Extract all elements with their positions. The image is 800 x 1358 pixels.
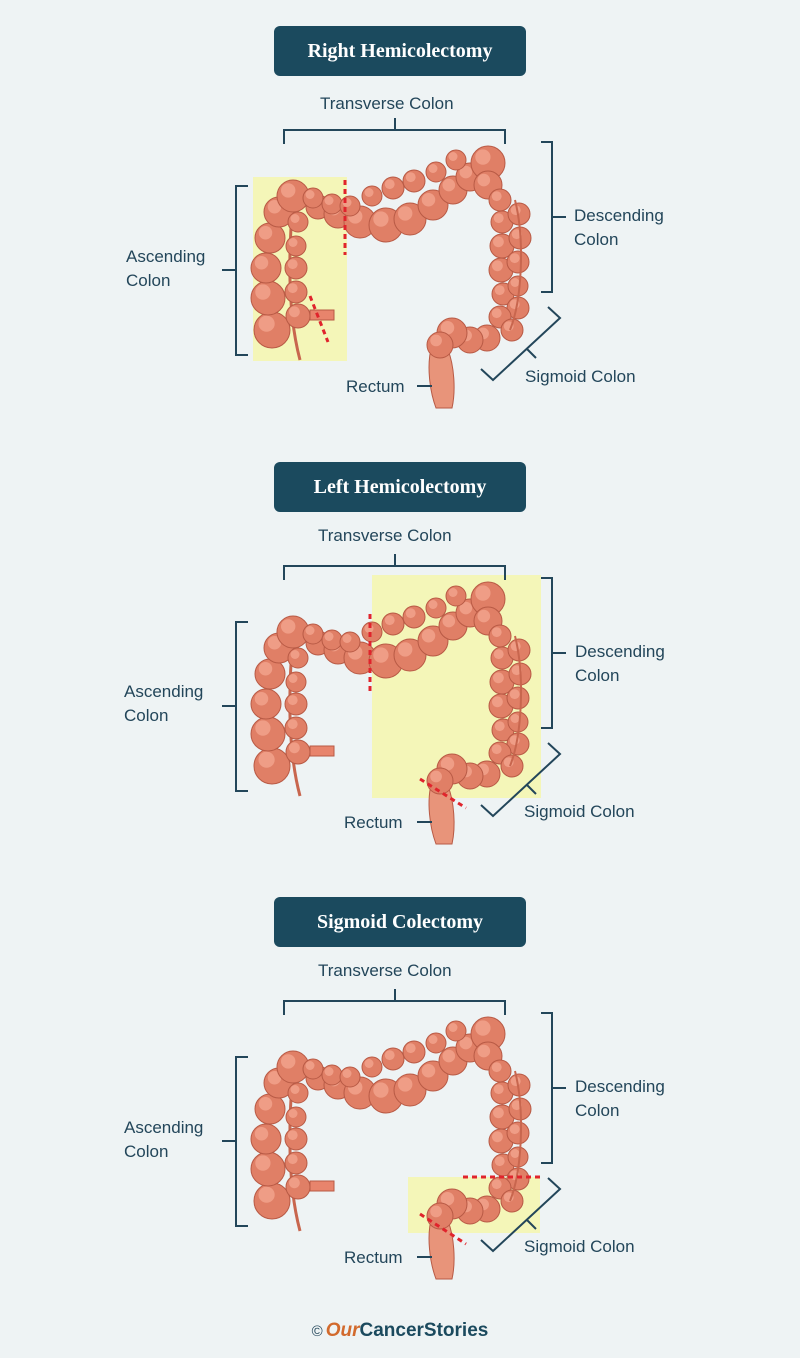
brackets bbox=[222, 554, 566, 823]
brand-our: Our bbox=[325, 1320, 360, 1341]
sigmoid-colon-label: Sigmoid Colon bbox=[524, 1237, 635, 1256]
panel-right-hemicolectomy: Right Hemicolectomy Transverse Colon Asc… bbox=[0, 0, 800, 436]
rectum-label: Rectum bbox=[346, 377, 405, 396]
panel-sigmoid-colectomy: Sigmoid Colectomy Transverse Colon Ascen… bbox=[0, 871, 800, 1307]
brand-cancer: Cancer bbox=[359, 1320, 424, 1341]
sigmoid-colon-label: Sigmoid Colon bbox=[525, 367, 636, 386]
colon-diagram bbox=[222, 118, 566, 409]
panel-left-hemicolectomy: Left Hemicolectomy Transverse Colon Asce… bbox=[0, 436, 800, 872]
transverse-colon-label: Transverse Colon bbox=[318, 961, 452, 980]
brackets bbox=[222, 989, 566, 1258]
brand-footer: ©OurCancerStories bbox=[0, 1320, 800, 1342]
colon-diagram bbox=[222, 554, 566, 845]
sigmoid-colon-label: Sigmoid Colon bbox=[524, 802, 635, 821]
cut-lines bbox=[419, 1175, 542, 1246]
colon-diagram bbox=[222, 989, 566, 1280]
brand-stories: Stories bbox=[423, 1320, 489, 1341]
colon-illustration-icon bbox=[250, 145, 532, 409]
page-title: Right Hemicolectomy bbox=[274, 26, 526, 76]
copyright-symbol: © bbox=[311, 1323, 323, 1340]
page-title: Left Hemicolectomy bbox=[274, 462, 526, 512]
cut-lines bbox=[308, 180, 347, 343]
brackets bbox=[222, 118, 566, 387]
colon-illustration-icon bbox=[250, 581, 532, 845]
rectum-label: Rectum bbox=[344, 813, 403, 832]
transverse-colon-label: Transverse Colon bbox=[318, 526, 452, 545]
cut-lines bbox=[368, 614, 467, 810]
transverse-colon-label: Transverse Colon bbox=[320, 94, 454, 113]
colon-illustration-icon bbox=[250, 1016, 532, 1280]
rectum-label: Rectum bbox=[344, 1248, 403, 1267]
page-title: Sigmoid Colectomy bbox=[274, 897, 526, 947]
